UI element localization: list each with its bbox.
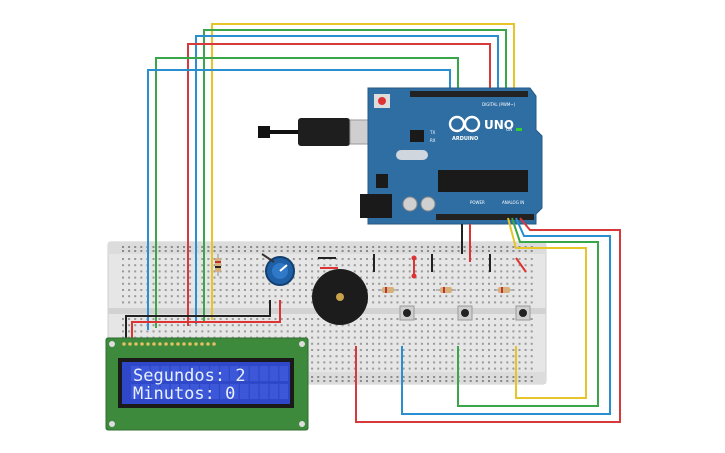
lcd-line-1: Segundos: 2 — [133, 366, 246, 386]
arduino-uno: UNO ARDUINO DIGITAL (PWM~) ANALOG IN POW… — [360, 87, 543, 225]
lcd-pin-header — [122, 342, 216, 346]
pushbutton-1 — [399, 305, 415, 321]
lcd-wires — [125, 300, 281, 338]
wire-green-top — [203, 29, 507, 322]
power-header-label: POWER — [470, 200, 485, 205]
lcd-line-2: Minutos: 0 — [133, 384, 235, 404]
wire-yellow-top — [211, 23, 515, 320]
lcd-module: Segundos: 2 Minutos: 0 — [105, 337, 309, 431]
wire-blue-top — [195, 35, 499, 324]
buzzer — [312, 257, 368, 325]
resistor-lcd — [215, 254, 221, 276]
resistor-1 — [378, 287, 398, 293]
pushbutton-3 — [515, 305, 531, 321]
arduino-logo-icon — [448, 115, 481, 133]
breadboard-jumpers — [373, 224, 527, 279]
on-led-label: ON — [506, 127, 512, 132]
digital-header-label: DIGITAL (PWM~) — [482, 102, 516, 107]
wire-red-top — [187, 43, 491, 326]
top-wires — [147, 23, 515, 330]
resistor-3 — [494, 287, 514, 293]
wire-green-top-2 — [155, 57, 459, 328]
analog-header-label: ANALOG IN — [502, 200, 524, 205]
potentiometer — [261, 253, 295, 286]
bottom-wires — [355, 217, 621, 423]
pushbutton-2 — [457, 305, 473, 321]
rx-led-label: RX — [430, 138, 436, 143]
wire-blue-top-2 — [147, 69, 451, 330]
usb-cable — [258, 118, 373, 146]
resistors-buttons — [378, 287, 514, 293]
tx-led-label: TX — [429, 130, 435, 135]
pushbuttons — [399, 305, 531, 321]
arduino-model-label: UNO — [484, 118, 514, 132]
lcd-cells — [131, 366, 289, 399]
resistor-2 — [436, 287, 456, 293]
arduino-brand-label: ARDUINO — [452, 136, 478, 142]
